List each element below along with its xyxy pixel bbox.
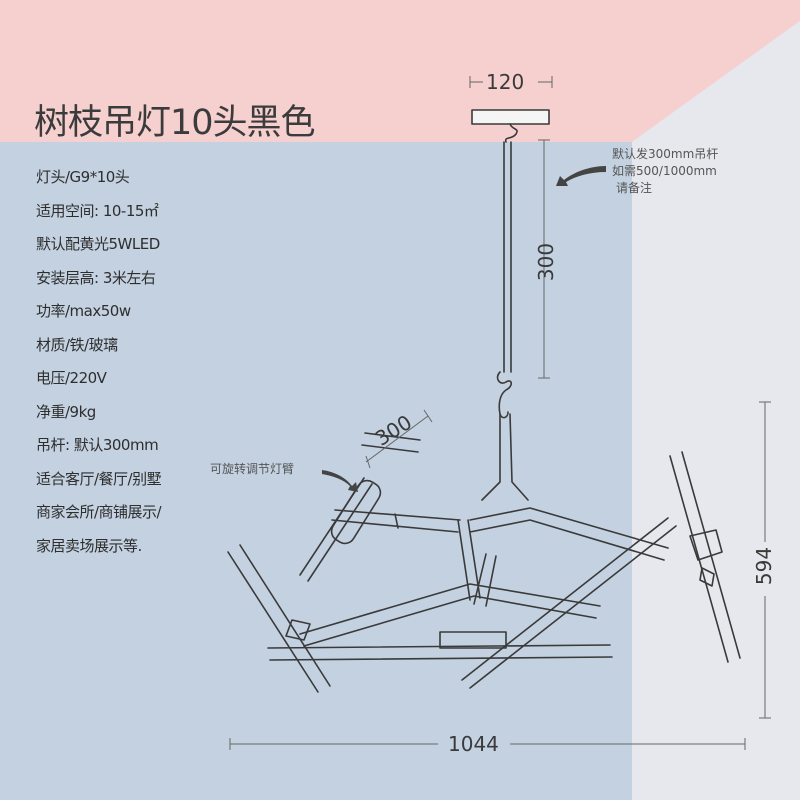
spec-list: 灯头/G9*10头 适用空间: 10-15㎡ 默认配黄光5WLED 安装层高: … <box>36 166 162 568</box>
dimension-width: 1044 <box>448 732 499 756</box>
spec-item: 默认配黄光5WLED <box>36 235 160 253</box>
glass-tube <box>227 544 331 693</box>
dimension-line-arm <box>365 409 433 469</box>
arm-joint <box>285 619 311 641</box>
dimension-line-120 <box>469 76 553 88</box>
spec-item: 电压/220V <box>36 369 107 387</box>
gray-corner <box>632 21 800 142</box>
arm-joint <box>394 513 399 529</box>
stem-branch <box>473 553 497 607</box>
spec-item: 适用空间: 10-15㎡ <box>36 201 159 220</box>
dimension-line-300 <box>538 139 550 379</box>
canopy-hook <box>504 123 518 143</box>
spec-item: 安装层高: 3米左右 <box>36 268 156 287</box>
canopy-plate <box>471 109 550 125</box>
pink-banner <box>0 0 800 142</box>
page-title: 树枝吊灯10头黑色 <box>34 103 316 143</box>
spec-item: 材质/铁/玻璃 <box>36 335 118 354</box>
dimension-line-594 <box>759 401 771 719</box>
dimension-line-1044 <box>229 738 746 750</box>
spec-item: 适合客厅/餐厅/别墅 <box>36 469 162 488</box>
spec-item: 家居卖场展示等. <box>36 536 142 555</box>
dimension-rod-length: 300 <box>534 242 558 282</box>
spec-item: 吊杆: 默认300mm <box>36 436 159 454</box>
suspension-rod <box>503 141 512 373</box>
spec-item: 净重/9kg <box>36 402 96 421</box>
arm-note: 可旋转调节灯臂 <box>210 462 295 476</box>
rod-note-line: 如需500/1000mm <box>612 164 717 178</box>
rod-note-line: 默认发300mm吊杆 <box>612 147 719 161</box>
rod-note-line: 请备注 <box>616 181 653 195</box>
center-arm <box>457 519 481 601</box>
arm <box>469 507 669 561</box>
dimension-height: 594 <box>752 546 776 586</box>
spec-item: 商家会所/商铺展示/ <box>36 503 162 521</box>
arm <box>361 432 421 453</box>
arm-connector <box>439 631 507 649</box>
arm-joint <box>699 567 715 587</box>
arm <box>331 509 461 533</box>
lower-arm <box>267 644 613 661</box>
spec-item: 功率/max50w <box>36 302 131 320</box>
glass-tube <box>461 517 677 689</box>
arrow-icon <box>556 166 606 186</box>
central-stem <box>481 413 529 501</box>
spec-item: 灯头/G9*10头 <box>36 168 130 186</box>
arm-joint <box>689 529 723 561</box>
lower-arm <box>299 583 601 647</box>
glass-tube <box>299 477 373 582</box>
dimension-canopy-width: 120 <box>486 70 525 94</box>
link-hook <box>496 371 513 419</box>
arrow-icon <box>322 470 358 492</box>
rod-note: 默认发300mm吊杆 如需500/1000mm 请备注 <box>612 146 718 197</box>
